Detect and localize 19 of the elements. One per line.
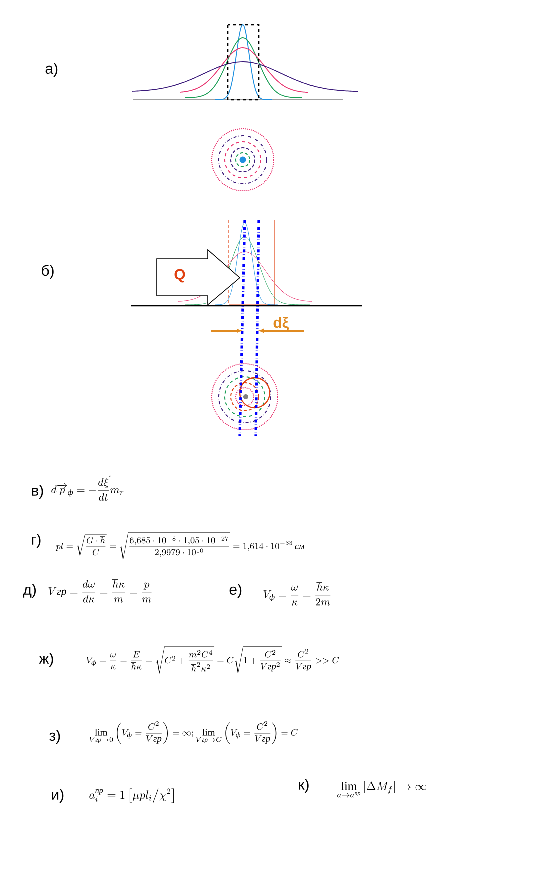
panel-letter: в) — [32, 485, 44, 499]
formula: $V_{\textit{ф}}=\frac{\omega}{\kappa}=\frac{\hbar\kappa}{2m}$ — [264, 582, 331, 606]
panel-letter: к) — [299, 779, 309, 793]
panel-letter: а) — [46, 63, 58, 77]
panel-letter: е) — [230, 584, 242, 598]
panel-letter: г) — [32, 534, 41, 548]
formula: $pl=\sqrt{\frac{G\cdot\hbar}{C}}=\sqrt{\frac{6{,}685\cdot10^{-8}\cdot1{,}05\cdot10^{-27}}{2{,}9979\cdot10^{10}}}=1{,}614\cdot10^{-33}\,\textit{см}$ — [56, 532, 304, 560]
panel-letter: з) — [50, 730, 60, 744]
formula: $V_{\textit{ф}}=\frac{\omega}{\kappa}=\frac{E}{\hbar\kappa}=\sqrt{C^{2}+\frac{m^{2}C^{4}}{\hbar^{2}\kappa^{2}}}=C\sqrt{1+\frac{C^{2}}{V\textit{гр}^{2}}}\approx\frac{C^{2}}{V\textit{гр}}>>C$ — [86, 646, 340, 674]
formula: $a_{i}^{\textit{пр}}=1\left[\mu pl_{i}\big/\chi^{2}\right]$ — [90, 788, 174, 804]
formula: $V\textit{гр}=\frac{d\omega}{d\kappa}=\frac{\hbar\kappa}{m}=\frac{p}{m}$ — [48, 579, 152, 603]
dimension-label: dξ — [274, 317, 290, 331]
formula: $\lim_{a\to a^{\textit{пр}}}\left|\Delta M_{f}\right|\to\infty$ — [338, 781, 426, 798]
formula: $\lim_{V\textit{гр}\to0}\left(V_{\textit{ф}}=\frac{C^{2}}{V\textit{гр}}\right)=\infty;\lim_{V\textit{гр}\to C}\left(V_{\textit{ф}}=\frac{C^{2}}{V\textit{гр}}\right)=C$ — [90, 721, 298, 744]
panel-letter: и) — [52, 789, 64, 803]
formula: $d\overrightarrow{p}_{\textit{ф}}=-\frac{d\vec{\xi}}{dt}m_{r}$ — [52, 475, 124, 501]
panel-letter: д) — [23, 584, 36, 598]
panel-letter: б) — [42, 264, 54, 280]
panel-letter: ж) — [39, 653, 54, 667]
